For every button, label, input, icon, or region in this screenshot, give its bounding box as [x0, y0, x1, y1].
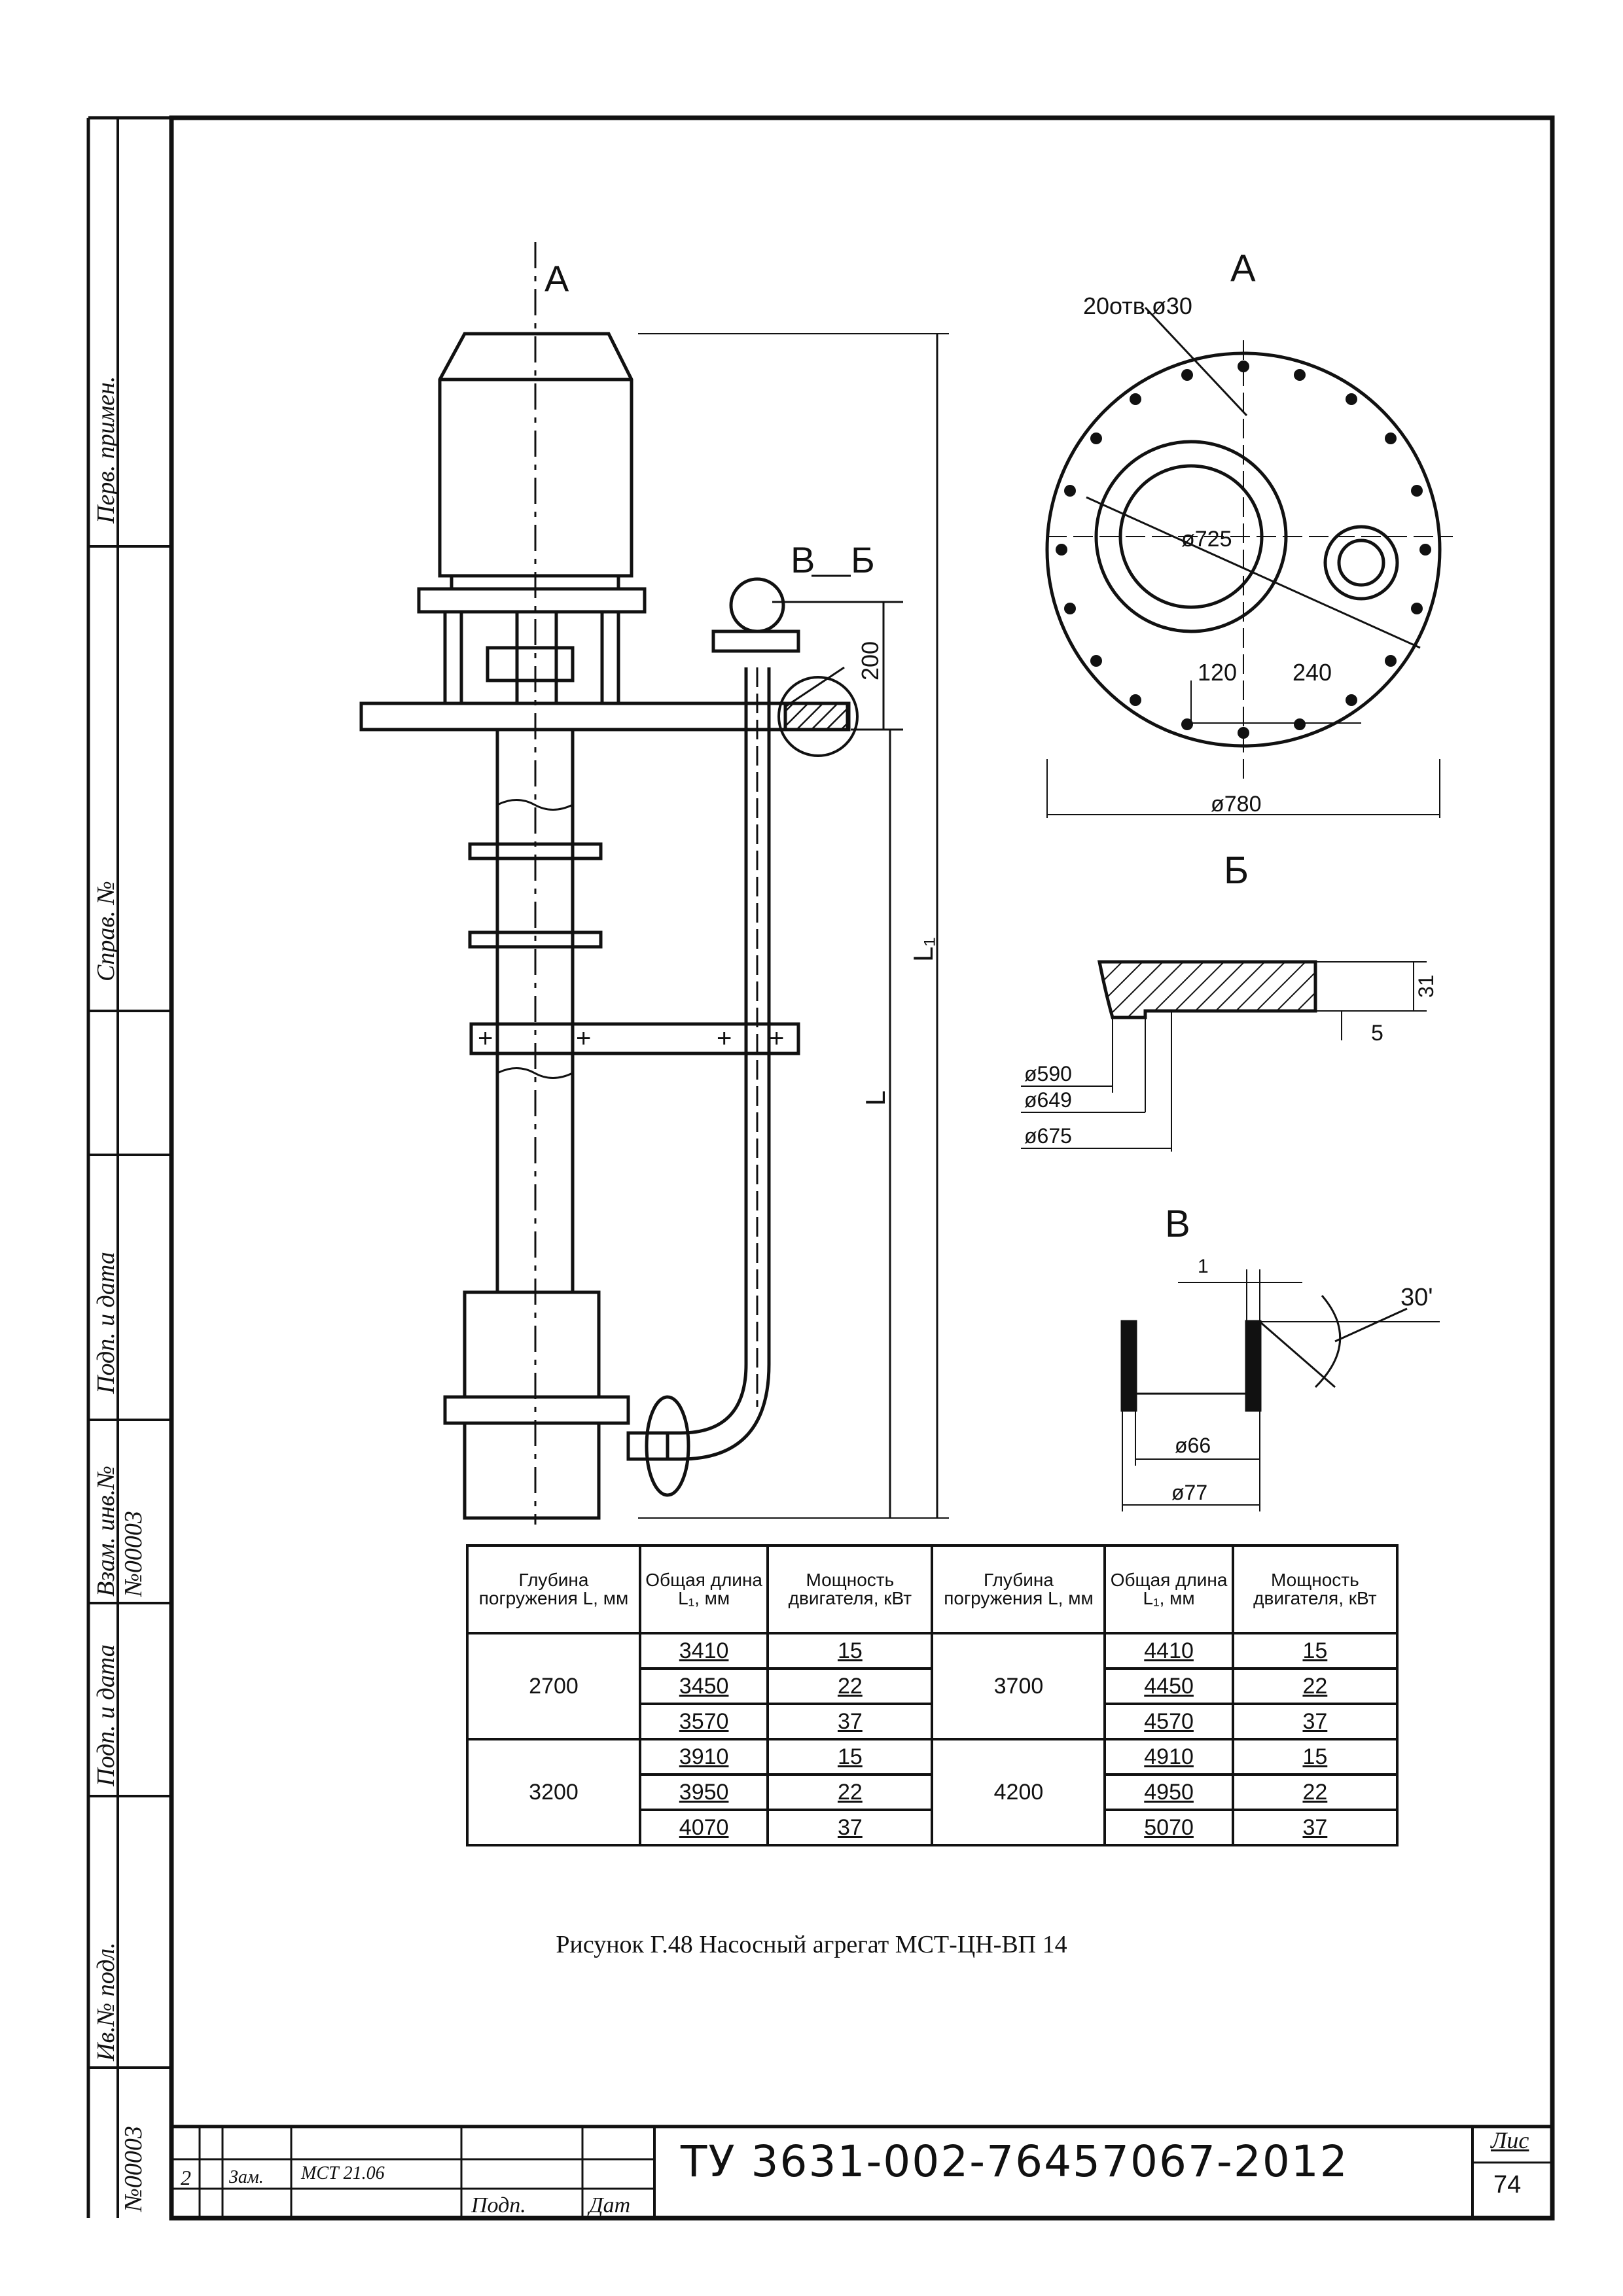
stamp-inv-podl: Ив.№ подл.: [92, 1942, 120, 2061]
length-cell: 4570: [1103, 1703, 1234, 1740]
length-cell: 3950: [638, 1773, 770, 1811]
depth-cell: 3700: [931, 1632, 1107, 1740]
d649-label: ø649: [1024, 1088, 1072, 1112]
length-cell: 3910: [638, 1738, 770, 1776]
table-row: 4070 37 5070 37: [467, 1809, 1399, 1846]
d77-label: ø77: [1171, 1481, 1207, 1504]
length-cell: 4950: [1103, 1773, 1234, 1811]
power-cell: 15: [1231, 1738, 1399, 1776]
power-cell: 22: [1231, 1667, 1399, 1705]
d1-label: 1: [1198, 1256, 1209, 1277]
power-cell: 37: [1231, 1809, 1399, 1846]
svg-text:+: +: [717, 1024, 732, 1053]
length-cell: 4450: [1103, 1667, 1234, 1705]
header-depth: Глубина погружения L, мм: [931, 1544, 1107, 1634]
power-cell: 15: [766, 1632, 934, 1670]
length-cell: 3410: [638, 1632, 770, 1670]
length-cell: 5070: [1103, 1809, 1234, 1846]
header-depth: Глубина погружения L, мм: [466, 1544, 641, 1634]
stamp-podp-data-2: Подп. и дата: [92, 1644, 120, 1786]
length-cell: 3450: [638, 1667, 770, 1705]
tb-list-label: Лис: [1491, 2127, 1529, 2153]
table-row: 3570 37 4570 37: [467, 1703, 1399, 1740]
dim-L1: L₁: [908, 937, 938, 962]
detail-v-drawing: В 1 30' ø66 ø77: [1120, 1203, 1440, 1511]
depth-cell: 4200: [931, 1738, 1107, 1846]
header-power: Мощность двигателя, кВт: [1231, 1544, 1399, 1634]
detail-b-drawing: Б 31 5 ø590 ø649 ø675: [1021, 849, 1438, 1152]
tb-podp: Подп.: [471, 2193, 526, 2217]
length-cell: 4410: [1103, 1632, 1234, 1670]
dim-200: 200: [857, 641, 883, 680]
detail-b-title: Б: [1224, 849, 1249, 892]
d5-label: 5: [1371, 1021, 1383, 1046]
d240-label: 240: [1293, 659, 1332, 686]
svg-text:+: +: [478, 1024, 493, 1053]
power-cell: 37: [766, 1703, 934, 1740]
power-cell: 15: [1231, 1632, 1399, 1670]
d66-label: ø66: [1175, 1434, 1211, 1457]
table-header-row: Глубина погружения L, мм Общая длина L₁,…: [466, 1544, 1399, 1634]
depth-cell: 2700: [466, 1632, 641, 1740]
d675-label: ø675: [1024, 1124, 1072, 1148]
length-cell: 4070: [638, 1809, 770, 1846]
holes-label: 20отв.ø30: [1083, 292, 1192, 319]
power-cell: 22: [766, 1667, 934, 1705]
tb-data: Дат: [589, 2193, 631, 2217]
power-cell: 37: [1231, 1703, 1399, 1740]
power-cell: 22: [766, 1773, 934, 1811]
figure-caption: Рисунок Г.48 Насосный агрегат МСТ-ЦН-ВП …: [556, 1931, 1067, 1958]
tb-change: Зам.: [229, 2167, 264, 2187]
tb-rev: 2: [181, 2166, 191, 2189]
d725-label: ø725: [1181, 527, 1232, 552]
detail-v-title: В: [1165, 1203, 1190, 1245]
table-row: 2700 3410 15 3700 4410 15: [466, 1632, 1399, 1740]
document-code: ТУ 3631-002-76457067-2012: [681, 2136, 1349, 2187]
power-cell: 37: [766, 1809, 934, 1846]
table-row: 3450 22 4450 22: [467, 1667, 1399, 1705]
depth-cell: 3200: [466, 1738, 641, 1846]
d590-label: ø590: [1024, 1062, 1072, 1086]
header-length: Общая длина L₁, мм: [1103, 1544, 1234, 1634]
pump-drawing: + + + + А В Б 200 L₁ L: [359, 242, 949, 1525]
power-cell: 15: [766, 1738, 934, 1776]
d120-label: 120: [1198, 659, 1237, 686]
tb-doc: МСТ 21.06: [301, 2163, 385, 2183]
label-b: Б: [851, 539, 875, 580]
sheet-number: 74: [1493, 2171, 1522, 2199]
header-length: Общая длина L₁, мм: [638, 1544, 770, 1634]
view-a-drawing: А 20отв.ø30 ø725 120 240 ø780: [1045, 247, 1453, 818]
d31-label: 31: [1414, 974, 1438, 998]
label-view-a: А: [544, 258, 569, 299]
svg-text:+: +: [576, 1024, 591, 1053]
d780-label: ø780: [1211, 792, 1262, 817]
dim-L: L: [860, 1091, 891, 1106]
view-a-title: А: [1230, 247, 1256, 290]
length-cell: 4910: [1103, 1738, 1234, 1776]
svg-text:+: +: [769, 1024, 784, 1053]
spec-table: Глубина погружения L, мм Общая длина L₁,…: [466, 1544, 1399, 1846]
table-row: 3200 3910 15 4200 4910 15: [466, 1738, 1399, 1846]
table-row: 3950 22 4950 22: [467, 1773, 1399, 1811]
stamp-inv-podl-value: №00003: [120, 2126, 147, 2212]
angle-30-label: 30': [1400, 1284, 1433, 1311]
length-cell: 3570: [638, 1703, 770, 1740]
header-power: Мощность двигателя, кВт: [766, 1544, 934, 1634]
label-v: В: [791, 539, 815, 580]
power-cell: 22: [1231, 1773, 1399, 1811]
